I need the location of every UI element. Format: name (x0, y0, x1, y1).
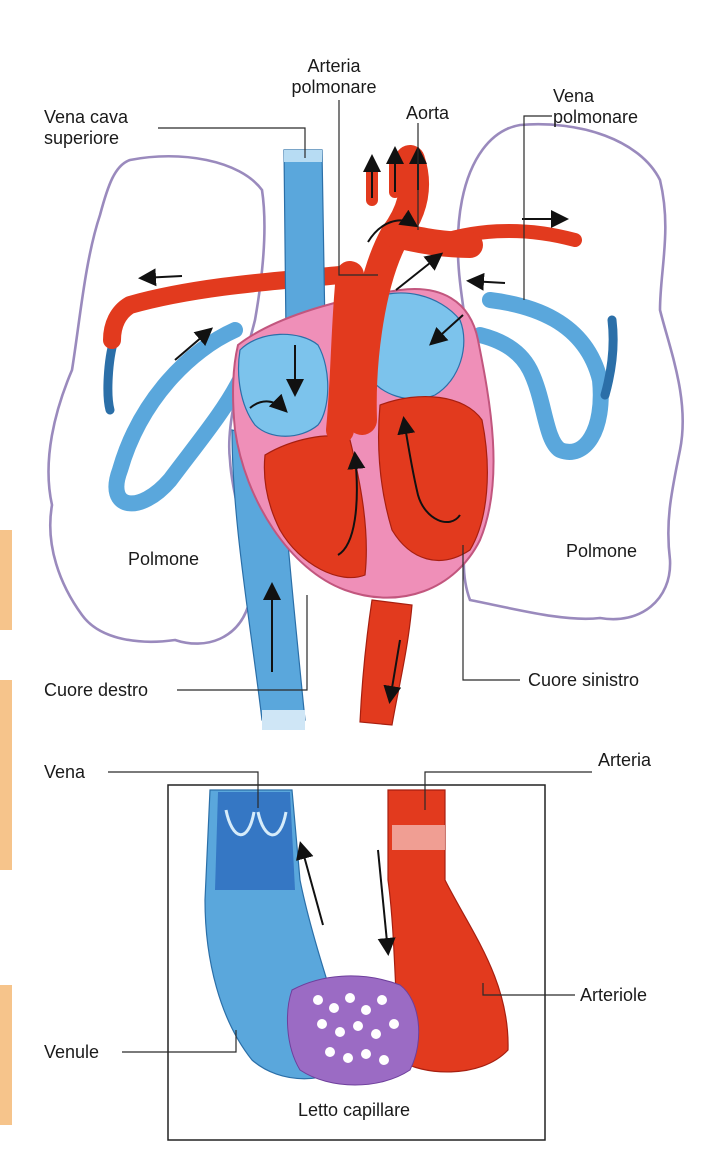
label-venule: Venule (44, 1042, 99, 1063)
descending-aorta (360, 600, 412, 725)
label-cuore-destro: Cuore destro (44, 680, 148, 701)
capillary-bed (287, 976, 418, 1085)
label-vena-polmonare: Vena polmonare (553, 86, 638, 128)
label-vena-cava-superiore: Vena cava superiore (44, 107, 128, 149)
label-polmone-right: Polmone (566, 541, 637, 562)
label-polmone-left: Polmone (128, 549, 199, 570)
label-aorta: Aorta (406, 103, 449, 124)
label-arteria: Arteria (598, 750, 651, 771)
label-arteriole: Arteriole (580, 985, 647, 1006)
label-arteria-polmonare: Arteria polmonare (280, 56, 388, 98)
label-vena: Vena (44, 762, 85, 783)
label-letto-capillare: Letto capillare (298, 1100, 410, 1121)
label-cuore-sinistro: Cuore sinistro (528, 670, 639, 691)
